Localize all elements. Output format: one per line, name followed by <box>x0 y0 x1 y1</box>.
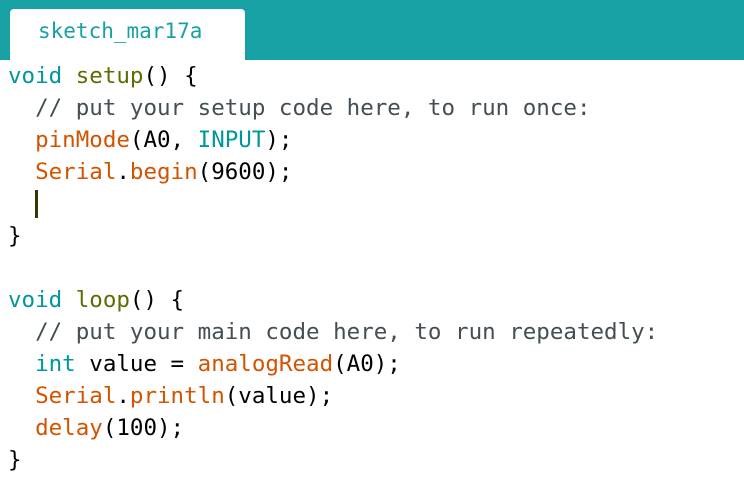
indent <box>8 319 35 345</box>
code-punct: () { <box>143 63 198 89</box>
object-serial: Serial <box>35 159 117 185</box>
keyword-int: int <box>35 351 76 377</box>
keyword-void: void <box>8 287 63 313</box>
keyword-void: void <box>8 63 63 89</box>
code-punct: () { <box>129 287 185 313</box>
code-line-pinmode: pinMode(A0, INPUT); <box>8 124 292 156</box>
tab-sketch[interactable]: sketch_mar17a <box>10 9 245 60</box>
code-line-loop-signature: void loop() { <box>8 284 184 316</box>
code-dot: . <box>116 159 130 185</box>
code-comment: // put your setup code here, to run once… <box>35 95 591 121</box>
indent <box>8 383 35 409</box>
code-comment: // put your main code here, to run repea… <box>35 319 659 345</box>
code-args: (9600); <box>197 159 293 185</box>
indent <box>8 159 35 185</box>
code-args: (value); <box>224 383 334 409</box>
function-call-println: println <box>129 383 225 409</box>
code-line-analogread: int value = analogRead(A0); <box>8 348 401 380</box>
code-brace: } <box>8 223 22 249</box>
code-assignment: value = <box>75 351 198 377</box>
function-call-analogread: analogRead <box>197 351 334 377</box>
function-call-delay: delay <box>35 415 103 441</box>
code-args: (A0); <box>333 351 401 377</box>
function-call-pinmode: pinMode <box>35 127 130 153</box>
code-line-delay: delay(100); <box>8 412 184 444</box>
code-dot: . <box>116 383 130 409</box>
code-args: (A0, <box>129 127 198 153</box>
indent <box>8 351 35 377</box>
function-name-loop: loop <box>75 287 130 313</box>
tab-bar: sketch_mar17a <box>0 0 744 60</box>
code-brace: } <box>8 447 22 473</box>
indent <box>8 95 35 121</box>
code-args: (100); <box>102 415 185 441</box>
code-line-setup-signature: void setup() { <box>8 60 198 92</box>
code-line-cursor <box>8 188 39 220</box>
indent <box>8 415 35 441</box>
code-line-serial-begin: Serial.begin(9600); <box>8 156 292 188</box>
code-line-loop-comment: // put your main code here, to run repea… <box>8 316 658 348</box>
indent <box>8 191 35 217</box>
code-editor[interactable]: void setup() { // put your setup code he… <box>0 60 744 486</box>
code-line-loop-close: } <box>8 444 22 476</box>
indent <box>8 127 35 153</box>
code-line-serial-println: Serial.println(value); <box>8 380 333 412</box>
constant-input: INPUT <box>197 127 266 153</box>
code-punct: ); <box>265 127 293 153</box>
tab-label: sketch_mar17a <box>38 19 203 43</box>
function-call-begin: begin <box>129 159 198 185</box>
code-line-setup-close: } <box>8 220 22 252</box>
object-serial: Serial <box>35 383 117 409</box>
code-line-setup-comment: // put your setup code here, to run once… <box>8 92 591 124</box>
function-name-setup: setup <box>75 63 144 89</box>
text-cursor <box>35 189 39 218</box>
